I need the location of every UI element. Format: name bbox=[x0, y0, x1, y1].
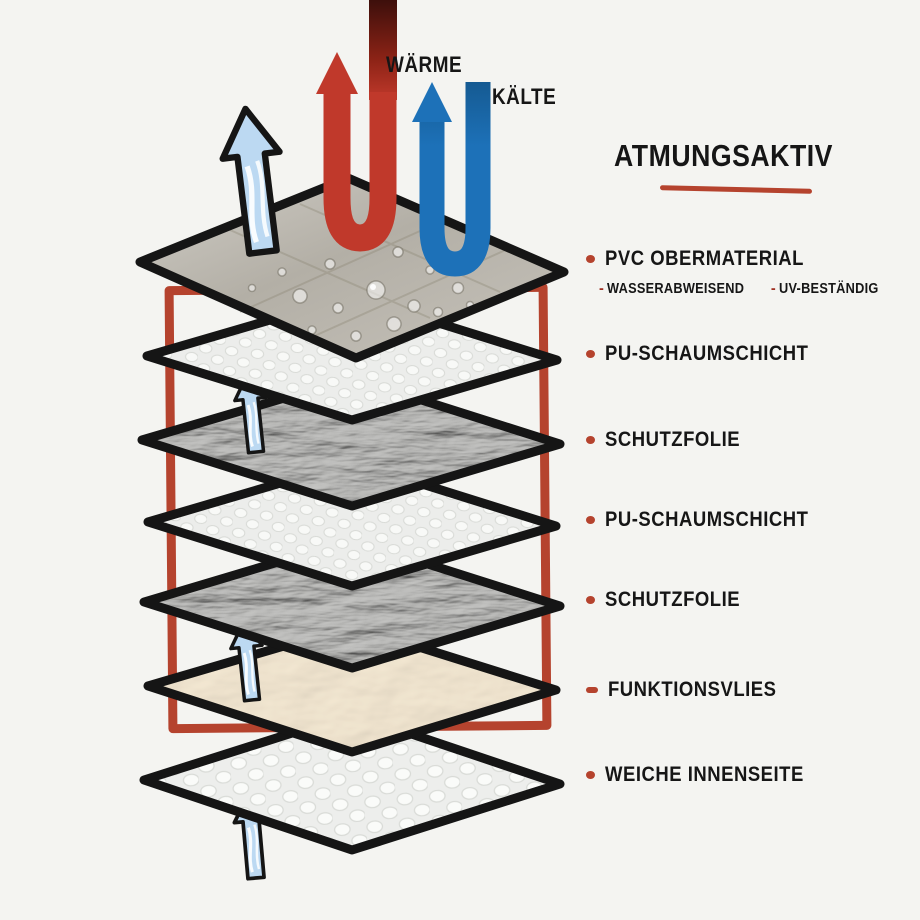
layer-pvc-top-material bbox=[135, 173, 569, 363]
page-title: ATMUNGSAKTIV bbox=[614, 138, 833, 173]
legend-item-funktionsvlies: FUNKTIONSVLIES bbox=[586, 677, 804, 702]
red-dash-icon bbox=[586, 686, 598, 693]
red-bullet-icon bbox=[586, 254, 595, 263]
red-bullet-icon bbox=[586, 515, 595, 524]
cold-air-u-arrow-icon bbox=[412, 82, 491, 277]
legend-item-pu-schaumschicht-1: PU-SCHAUMSCHICHT bbox=[586, 341, 842, 366]
cold-air-label: KÄLTE bbox=[492, 84, 557, 109]
red-bullet-icon bbox=[586, 770, 595, 779]
legend-item-pu-schaumschicht-2: PU-SCHAUMSCHICHT bbox=[586, 507, 842, 532]
red-bullet-icon bbox=[586, 595, 595, 604]
legend-item-schutzfolie-1: SCHUTZFOLIE bbox=[586, 427, 762, 452]
legend-item-schutzfolie-2: SCHUTZFOLIE bbox=[586, 587, 762, 612]
warm-air-u-arrow-icon bbox=[316, 0, 397, 252]
red-bullet-icon bbox=[586, 349, 595, 358]
layer-soft-inner-side bbox=[139, 709, 565, 855]
warm-air-label: WÄRME bbox=[386, 52, 463, 77]
red-bullet-icon bbox=[586, 435, 595, 444]
legend-item-pvc-obermaterial: PVC OBERMATERIAL bbox=[586, 246, 836, 271]
legend-subitem-pvc-features: -WASSERABWEISEND -UV-BESTÄNDIG bbox=[599, 281, 879, 297]
legend-item-weiche-innenseite: WEICHE INNENSEITE bbox=[586, 762, 836, 787]
